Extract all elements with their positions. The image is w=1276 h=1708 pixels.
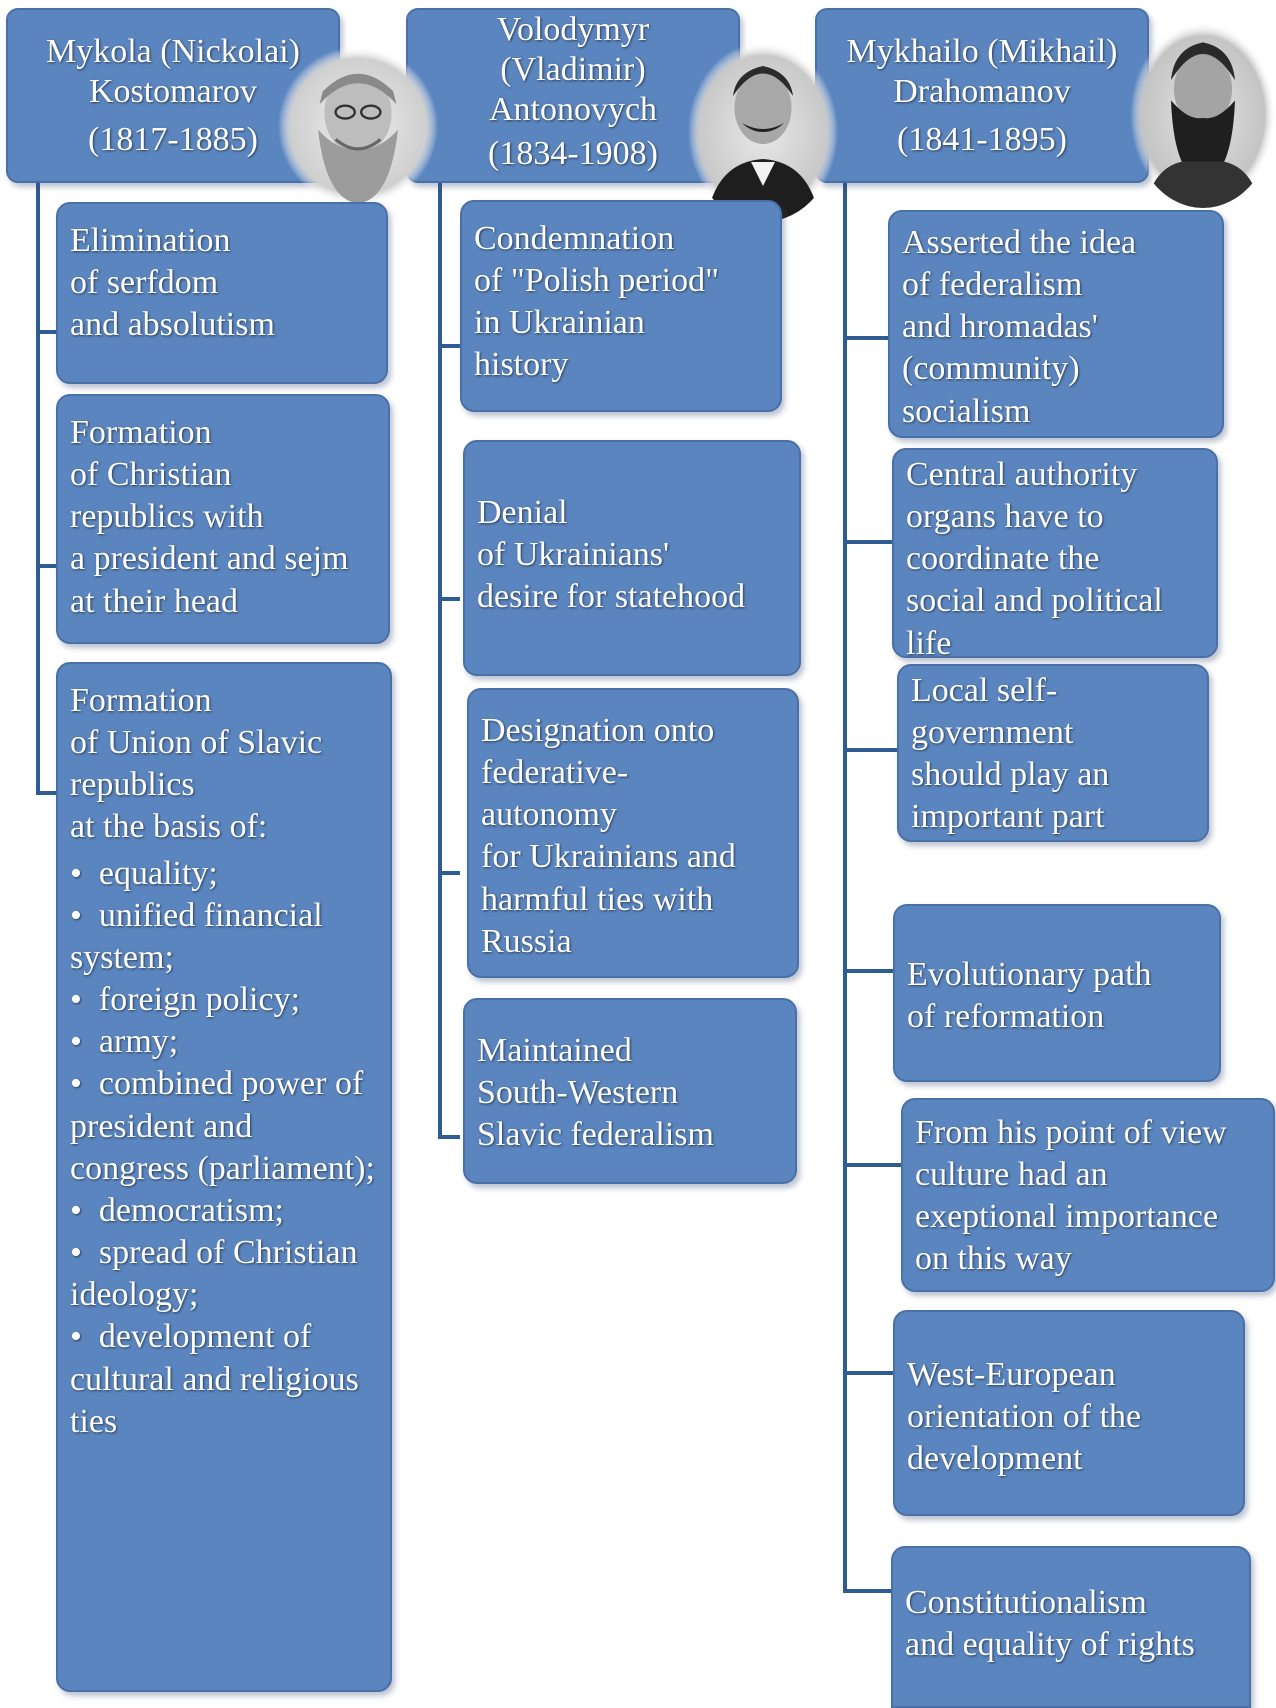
idea-text: Designation onto federative- autonomy fo… xyxy=(481,712,736,960)
bullet-item: democratism; xyxy=(70,1190,376,1232)
drahomanov-idea-3: Local self- government should play an im… xyxy=(897,664,1209,842)
connector-trunk-drahomanov xyxy=(843,183,847,1593)
bullet-item: equality; xyxy=(70,853,376,895)
bullet-list: equality; unified financial system; fore… xyxy=(70,853,376,1443)
connector-branch-antonovych-1 xyxy=(438,344,460,348)
bullet-item: unified financial system; xyxy=(70,895,376,979)
idea-text: Evolutionary path of reformation xyxy=(907,956,1152,1036)
person-years: (1841-1895) xyxy=(897,121,1067,159)
drahomanov-idea-1: Asserted the idea of federalism and hrom… xyxy=(888,210,1224,438)
idea-text: Local self- government should play an im… xyxy=(911,672,1110,836)
header-drahomanov: Mykhailo (Mikhail) Drahomanov (1841-1895… xyxy=(815,8,1149,183)
drahomanov-idea-2: Central authority organs have to coordin… xyxy=(892,448,1218,658)
idea-text: From his point of view culture had an ex… xyxy=(915,1114,1227,1278)
drahomanov-idea-6: West-European orientation of the develop… xyxy=(893,1310,1245,1516)
connector-branch-antonovych-2 xyxy=(438,597,460,601)
idea-text: Denial of Ukrainians' desire for stateho… xyxy=(477,494,746,616)
person-name: Mykhailo (Mikhail) Drahomanov xyxy=(846,33,1118,111)
connector-branch-drahomanov-7 xyxy=(843,1589,895,1593)
connector-branch-antonovych-3 xyxy=(438,871,460,875)
person-years: (1817-1885) xyxy=(88,121,258,159)
drahomanov-idea-7: Constitutionalism and equality of rights xyxy=(891,1546,1251,1708)
connector-trunk-antonovych xyxy=(438,183,442,1139)
antonovych-idea-4: Maintained South-Western Slavic federali… xyxy=(463,998,797,1184)
idea-text: West-European orientation of the develop… xyxy=(907,1356,1142,1478)
drahomanov-portrait-icon xyxy=(1130,22,1276,208)
bullet-item: army; xyxy=(70,1021,376,1063)
bullet-item: spread of Christian ideology; xyxy=(70,1232,376,1316)
connector-branch-drahomanov-5 xyxy=(843,1163,903,1167)
kostomarov-idea-2: Formation of Christian republics with a … xyxy=(56,394,390,644)
kostomarov-idea-3: Formation of Union of Slavic republics a… xyxy=(56,662,392,1692)
idea-text: Formation of Christian republics with a … xyxy=(70,414,349,620)
idea-text: Condemnation of "Polish period" in Ukrai… xyxy=(474,220,719,384)
connector-branch-drahomanov-1 xyxy=(843,336,891,340)
connector-branch-kostomarov-3 xyxy=(36,791,58,795)
person-name: Volodymyr (Vladimir) Antonovych xyxy=(488,11,658,129)
antonovych-idea-1: Condemnation of "Polish period" in Ukrai… xyxy=(460,200,782,412)
connector-branch-drahomanov-3 xyxy=(843,748,899,752)
connector-branch-drahomanov-6 xyxy=(843,1371,895,1375)
bullet-item: development of cultural and religious ti… xyxy=(70,1316,376,1442)
header-antonovych: Volodymyr (Vladimir) Antonovych (1834-19… xyxy=(406,8,740,183)
bullet-item: combined power of president and congress… xyxy=(70,1063,376,1189)
drahomanov-idea-5: From his point of view culture had an ex… xyxy=(901,1098,1275,1292)
connector-branch-drahomanov-4 xyxy=(843,969,895,973)
person-name: Mykola (Nickolai) Kostomarov xyxy=(46,33,300,111)
person-years: (1834-1908) xyxy=(488,135,658,173)
idea-text: Formation of Union of Slavic republics a… xyxy=(70,682,323,846)
idea-text: Central authority organs have to coordin… xyxy=(906,456,1163,658)
antonovych-idea-2: Denial of Ukrainians' desire for stateho… xyxy=(463,440,801,676)
connector-branch-antonovych-4 xyxy=(438,1135,460,1139)
idea-text: Constitutionalism and equality of rights xyxy=(905,1584,1195,1664)
connector-branch-kostomarov-2 xyxy=(36,564,58,568)
drahomanov-idea-4: Evolutionary path of reformation xyxy=(893,904,1221,1082)
connector-branch-kostomarov-1 xyxy=(36,330,58,334)
kostomarov-portrait-icon xyxy=(278,44,438,209)
antonovych-portrait-icon xyxy=(688,42,838,222)
idea-text: Maintained South-Western Slavic federali… xyxy=(477,1032,714,1154)
idea-text: Elimination of serfdom and absolutism xyxy=(70,222,275,344)
connector-trunk-kostomarov xyxy=(36,183,40,795)
idea-text: Asserted the idea of federalism and hrom… xyxy=(902,224,1137,430)
antonovych-idea-3: Designation onto federative- autonomy fo… xyxy=(467,688,799,978)
connector-branch-drahomanov-2 xyxy=(843,540,895,544)
kostomarov-idea-1: Elimination of serfdom and absolutism xyxy=(56,202,388,384)
bullet-item: foreign policy; xyxy=(70,979,376,1021)
